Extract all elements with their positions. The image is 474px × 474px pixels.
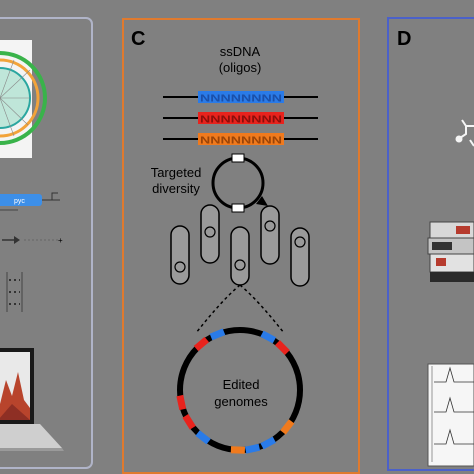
- genome-edit-mark: [182, 414, 196, 430]
- oligo-blue: NNNNNNNN: [163, 91, 318, 105]
- gene-tag: [0, 194, 42, 206]
- plot-spoke: [0, 69, 31, 99]
- genome-edit-mark: [209, 328, 226, 341]
- bacterium-plasmid: [204, 226, 216, 238]
- zoom-line-left: [195, 284, 241, 334]
- molecule-structure-icon: [455, 119, 474, 147]
- bacterium-plasmid: [264, 220, 276, 232]
- plot-ring-mid: [0, 58, 40, 138]
- plot-spoke: [0, 97, 15, 137]
- bacterium: [170, 225, 190, 285]
- promoter-arrow: [51, 192, 58, 200]
- plasmid-insert: [231, 203, 245, 213]
- genome-edit-mark: [260, 330, 277, 344]
- bacterium: [260, 205, 280, 265]
- gel-strip: [6, 272, 23, 312]
- genome-edit-mark: [260, 436, 277, 450]
- plasmid-arrowhead: [256, 196, 268, 206]
- circular-genome-plot: [0, 40, 47, 158]
- oligo-sequence: NNNNNNNN: [200, 115, 282, 126]
- genomes-label: genomes: [214, 394, 268, 409]
- panel-d: D: [387, 17, 474, 471]
- panel-c-letter: C: [131, 28, 145, 50]
- plasmid-insert: [231, 153, 245, 163]
- svg-text:+: +: [58, 236, 63, 245]
- bacterium-plasmid: [294, 236, 306, 248]
- oligo-variable-region: [198, 112, 284, 124]
- panel-d-border: [387, 17, 474, 471]
- plot-spoke: [0, 97, 29, 126]
- genome-edit-mark: [244, 443, 261, 454]
- bacteria-cells: [170, 204, 310, 287]
- genome-edit-mark: [230, 446, 246, 454]
- zoom-line-right: [239, 284, 285, 334]
- genome-edit-marks: [176, 328, 295, 454]
- chromatogram-panel: [427, 363, 474, 467]
- panel-d-letter: D: [397, 28, 411, 50]
- plot-ring-outer: [0, 51, 47, 145]
- panel-b-border: [0, 17, 93, 469]
- bacterium: [200, 204, 220, 264]
- plot-spoke: [0, 59, 15, 99]
- panel-c: C ssDNA (oligos) NNNNNNNN NNNNNNNN NNNNN…: [122, 18, 360, 474]
- reaction-arrow: +: [2, 236, 63, 245]
- genome-edit-mark: [274, 340, 290, 356]
- bacterium: [230, 226, 250, 286]
- plasmid-icon: [211, 153, 268, 213]
- oligo-variable-region: [198, 133, 284, 145]
- oligo-orange: NNNNNNNN: [163, 133, 318, 147]
- gene-tag-label: pyc: [14, 198, 25, 205]
- oligo-sequence: NNNNNNNN: [200, 136, 282, 147]
- panel-c-border: [122, 18, 360, 474]
- bacterium-plasmid: [234, 259, 246, 271]
- plasmid-ring: [211, 156, 265, 210]
- genome-edit-mark: [280, 419, 295, 435]
- targeted-label: Targeted: [151, 165, 202, 180]
- ssdna-label: ssDNA: [220, 44, 261, 59]
- oligo-variable-region: [198, 91, 284, 103]
- genome-edit-mark: [193, 336, 210, 352]
- genome-edit-mark: [195, 430, 211, 445]
- diversity-label: diversity: [152, 181, 200, 196]
- mass-spectrometer-icon: [427, 221, 474, 282]
- bacterium-plasmid: [174, 261, 186, 273]
- oligo-red: NNNNNNNN: [163, 112, 318, 126]
- oligos-label: (oligos): [219, 60, 262, 75]
- laptop-icon: [0, 348, 64, 451]
- edited-label: Edited: [223, 377, 260, 392]
- genome-edit-mark: [176, 394, 187, 411]
- panel-b: pyc +: [0, 17, 93, 469]
- oligo-sequence: NNNNNNNN: [200, 94, 282, 105]
